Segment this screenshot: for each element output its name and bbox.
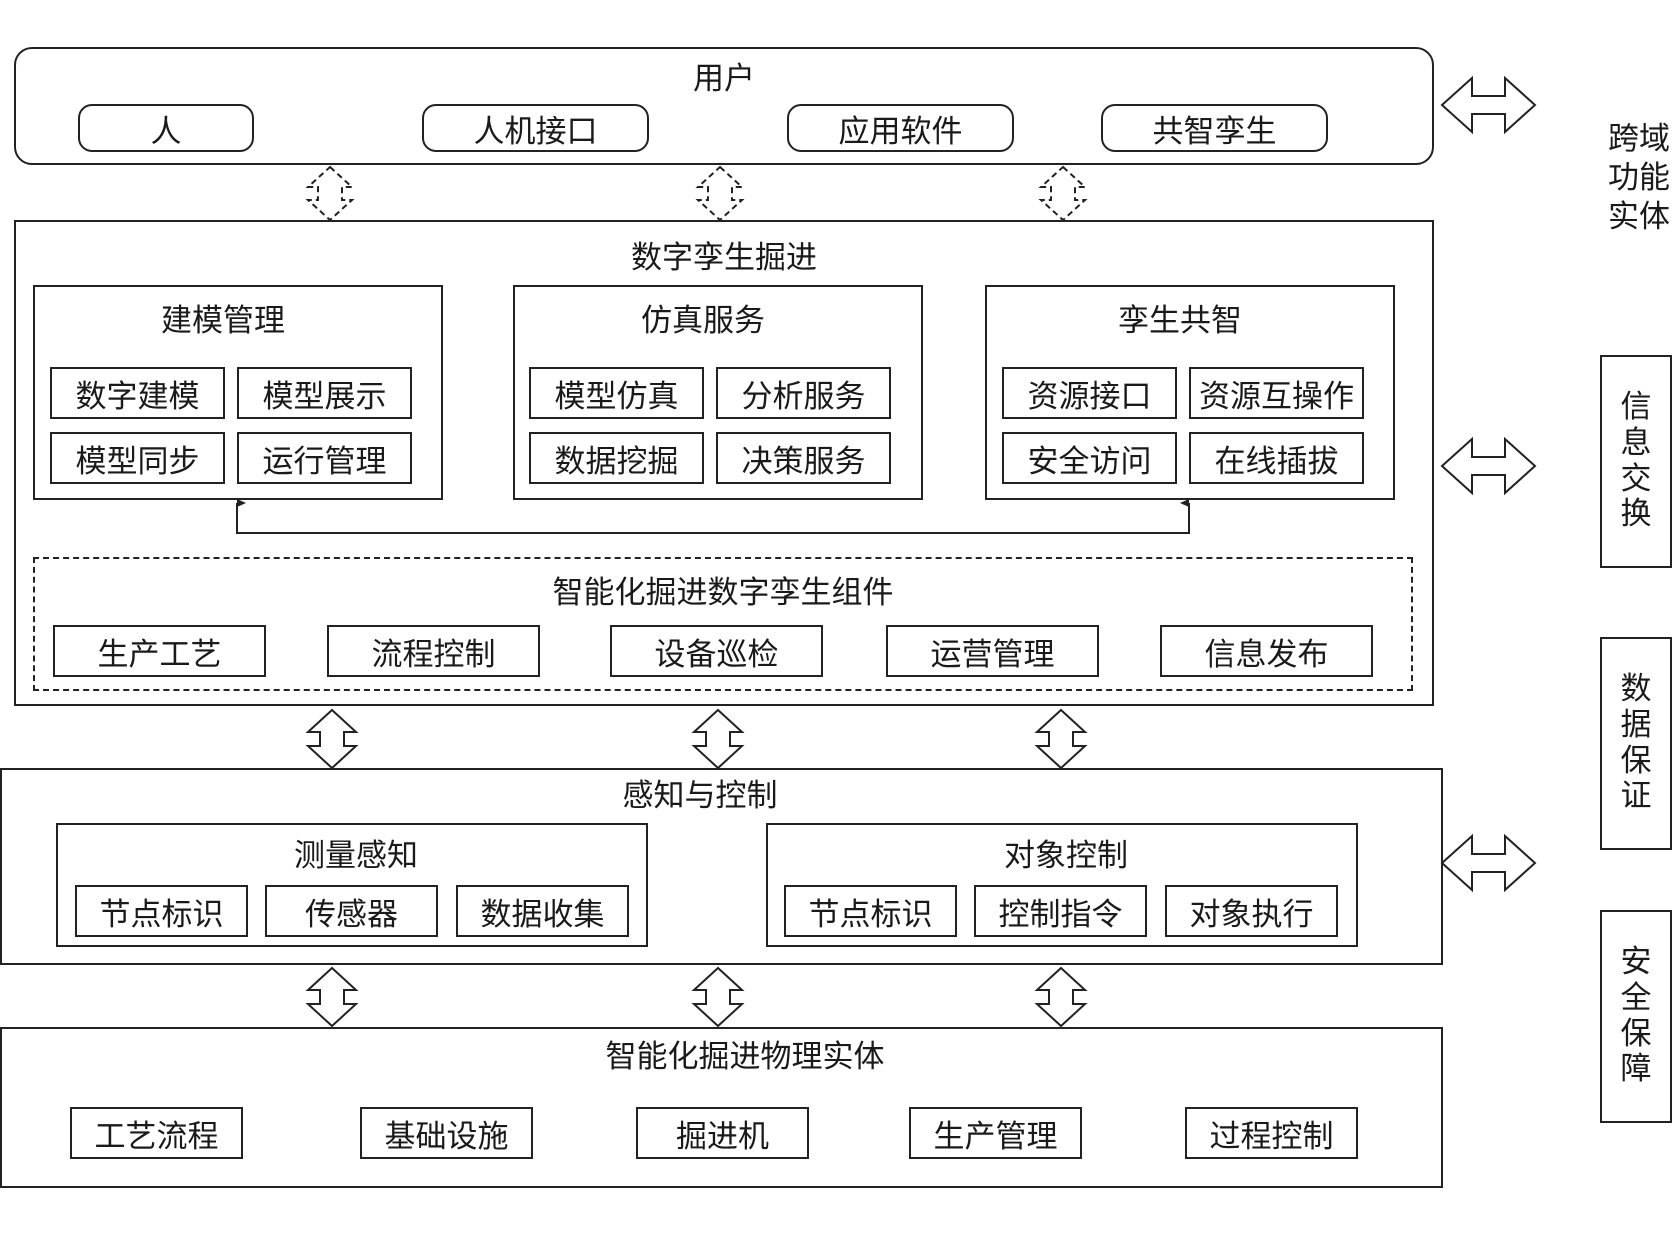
physical-item: 掘进机 — [636, 1107, 809, 1159]
horizontal-double-arrow-icon — [1440, 436, 1537, 496]
modeling-item: 模型展示 — [237, 367, 412, 419]
modeling-cointel-connector — [236, 499, 1190, 534]
component-item: 运营管理 — [886, 625, 1099, 677]
double-arrow-icon — [1038, 165, 1088, 222]
double-arrow-icon — [691, 708, 745, 770]
twin-components-title: 智能化掘进数字孪生组件 — [552, 575, 894, 611]
component-item: 信息发布 — [1160, 625, 1373, 677]
object-control-title: 对象控制 — [1004, 838, 1128, 874]
co-intel-item: 安全访问 — [1002, 432, 1177, 484]
physical-item: 过程控制 — [1185, 1107, 1358, 1159]
simulation-item: 分析服务 — [716, 367, 891, 419]
simulation-item: 数据挖掘 — [529, 432, 704, 484]
security-box: 安全保障 — [1600, 910, 1672, 1123]
modeling-group-title: 建模管理 — [161, 303, 285, 339]
measure-group-title: 测量感知 — [294, 838, 418, 874]
twin-layer-title: 数字孪生掘进 — [631, 240, 817, 276]
modeling-item: 模型同步 — [50, 432, 225, 484]
component-item: 生产工艺 — [53, 625, 266, 677]
double-arrow-icon — [305, 966, 359, 1028]
data-guarantee-box: 数据保证 — [1600, 637, 1672, 850]
horizontal-double-arrow-icon — [1440, 75, 1537, 135]
component-item: 流程控制 — [327, 625, 540, 677]
modeling-item: 数字建模 — [50, 367, 225, 419]
sense-control-title: 感知与控制 — [622, 778, 778, 814]
double-arrow-icon — [695, 165, 745, 222]
simulation-item: 决策服务 — [716, 432, 891, 484]
simulation-group-title: 仿真服务 — [641, 303, 765, 339]
object-control-item: 节点标识 — [784, 885, 957, 937]
double-arrow-icon — [691, 966, 745, 1028]
co-intel-item: 资源接口 — [1002, 367, 1177, 419]
user-item-app-software: 应用软件 — [787, 104, 1014, 152]
double-arrow-icon — [305, 165, 355, 222]
physical-item: 基础设施 — [360, 1107, 533, 1159]
horizontal-double-arrow-icon — [1440, 833, 1537, 893]
cross-domain-label: 跨域功能实体 — [1608, 121, 1670, 235]
user-item-person: 人 — [78, 104, 254, 152]
physical-item: 工艺流程 — [70, 1107, 243, 1159]
measure-item: 数据收集 — [456, 885, 629, 937]
co-intel-group-title: 孪生共智 — [1118, 303, 1242, 339]
double-arrow-icon — [1034, 966, 1088, 1028]
info-exchange-box: 信息交换 — [1600, 355, 1672, 568]
double-arrow-icon — [305, 708, 359, 770]
co-intel-item: 资源互操作 — [1189, 367, 1364, 419]
user-item-co-twin: 共智孪生 — [1101, 104, 1328, 152]
modeling-item: 运行管理 — [237, 432, 412, 484]
double-arrow-icon — [1034, 708, 1088, 770]
user-item-hmi: 人机接口 — [422, 104, 649, 152]
component-item: 设备巡检 — [610, 625, 823, 677]
co-intel-item: 在线插拔 — [1189, 432, 1364, 484]
object-control-item: 对象执行 — [1165, 885, 1338, 937]
user-layer-title: 用户 — [693, 61, 755, 97]
physical-layer-title: 智能化掘进物理实体 — [605, 1039, 885, 1075]
measure-item: 传感器 — [265, 885, 438, 937]
object-control-item: 控制指令 — [974, 885, 1147, 937]
measure-item: 节点标识 — [75, 885, 248, 937]
simulation-item: 模型仿真 — [529, 367, 704, 419]
physical-item: 生产管理 — [909, 1107, 1082, 1159]
